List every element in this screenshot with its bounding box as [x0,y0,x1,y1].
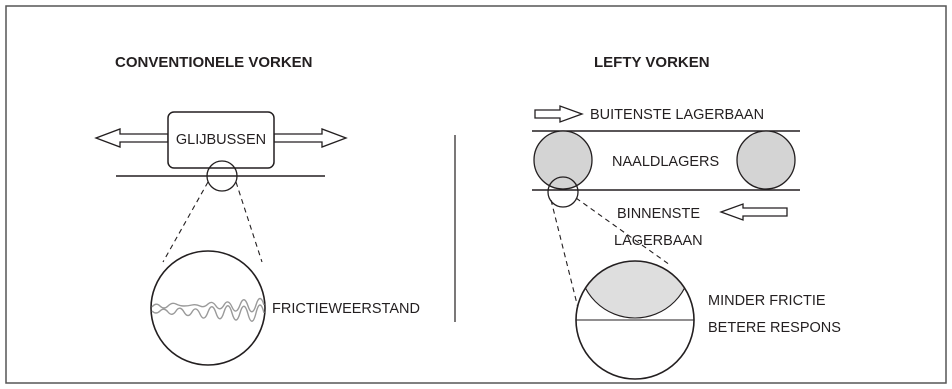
conventional-title: CONVENTIONELE VORKEN [115,54,313,71]
magnified-bearing-outline [575,260,695,380]
bearing-zoom-line-right [575,197,671,266]
needle-bearings-label: NAALDLAGERS [612,154,719,170]
bearing-magnifier-circle [547,176,579,208]
response-label-line1: MINDER FRICTIE [708,293,826,309]
inner-race-label-line1: BINNENSTE [617,206,700,222]
magnifier-small-circle [206,160,238,192]
lefty-forks-panel: LEFTY VORKEN BUITENSTE LAGERBAAN NAALDLA… [532,54,841,380]
inner-race-label-line2: LAGERBAAN [614,233,703,249]
friction-surface [151,297,265,313]
magnified-friction-circle [150,250,266,366]
outer-race-label: BUITENSTE LAGERBAAN [590,107,764,123]
friction-surface-lower [151,304,265,322]
lefty-title: LEFTY VORKEN [594,54,710,71]
needle-bearing-right [736,130,796,190]
needle-bearing-left [533,130,593,190]
outer-race-arrow-icon [534,105,584,123]
bearing-zoom-line-left [550,199,582,321]
inner-race-arrow-icon [719,203,788,221]
zoom-line-left [162,181,209,263]
response-label-line2: BETERE RESPONS [708,320,841,336]
friction-label: FRICTIEWEERSTAND [272,301,420,317]
bushing-label: GLIJBUSSEN [176,132,266,148]
bushing-box [167,111,275,169]
conventional-forks-panel: CONVENTIONELE VORKEN GLIJBUSSEN FRICTIEW… [94,54,420,366]
